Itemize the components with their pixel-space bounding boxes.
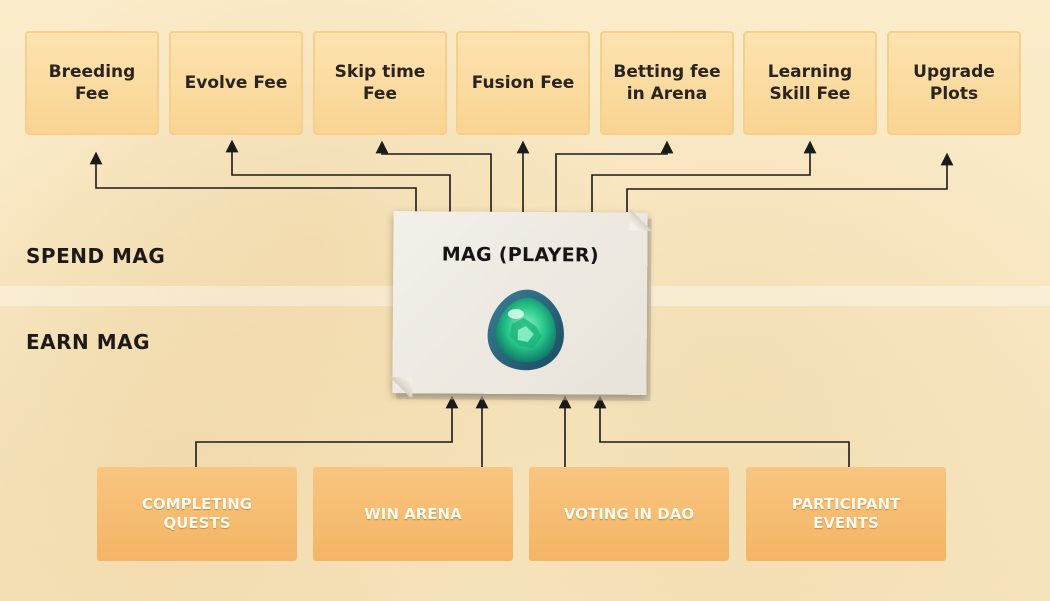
earn-item-completing-quests: COMPLETING QUESTS xyxy=(97,467,297,561)
green-gem-icon xyxy=(487,289,564,371)
arrow-evolve xyxy=(225,139,451,212)
arrow-learning xyxy=(591,140,817,212)
spend-item-upgrade-plots: Upgrade Plots xyxy=(887,31,1021,135)
spend-item-fusion-fee: Fusion Fee xyxy=(456,31,590,135)
card-title: MAG (PLAYER) xyxy=(441,243,599,267)
arrow-upgrade xyxy=(626,152,954,212)
earn-mag-label: EARN MAG xyxy=(26,330,151,354)
arrow-breeding xyxy=(89,151,417,212)
spend-item-learning-skill-fee: Learning Skill Fee xyxy=(743,31,877,135)
spend-item-breeding-fee: Breeding Fee xyxy=(25,31,159,135)
arrow-skip xyxy=(375,140,492,212)
spend-item-betting-fee: Betting fee in Arena xyxy=(600,31,734,135)
card-curl-bottom-left xyxy=(388,377,413,398)
arrow-events xyxy=(593,395,850,467)
arrow-betting xyxy=(555,140,674,212)
earn-item-win-arena: WIN ARENA xyxy=(313,467,513,561)
spend-item-evolve-fee: Evolve Fee xyxy=(169,31,303,135)
arrow-quests xyxy=(195,395,459,467)
mag-player-card: MAG (PLAYER) xyxy=(388,208,652,398)
earn-item-voting-in-dao: VOTING IN DAO xyxy=(529,467,729,561)
spend-item-skip-time-fee: Skip time Fee xyxy=(313,31,447,135)
spend-mag-label: SPEND MAG xyxy=(26,244,166,268)
card-curl-top-right xyxy=(629,208,652,231)
earn-item-participant-events: PARTICIPANT EVENTS xyxy=(746,467,946,561)
